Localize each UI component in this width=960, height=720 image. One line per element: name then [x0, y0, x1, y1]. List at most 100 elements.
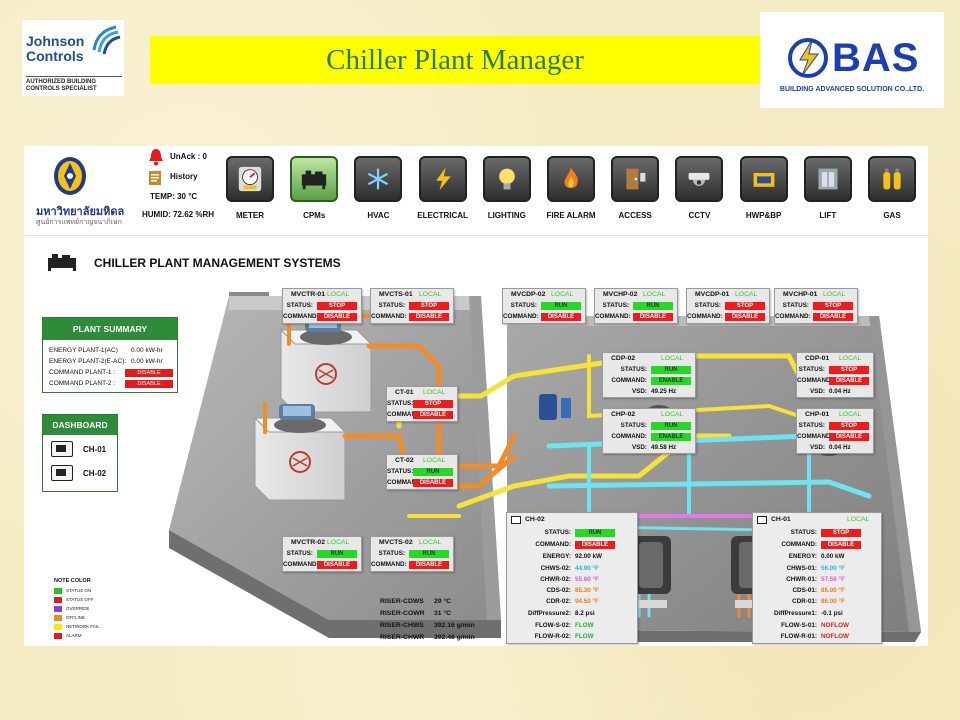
mvcts-02-command-badge[interactable]: DISABLE [409, 561, 449, 569]
history-icon[interactable] [148, 170, 162, 186]
cdp-01-command-badge[interactable]: DISABLE [829, 377, 869, 385]
ch-01-cds: 85.00 °F [821, 587, 845, 594]
command-label: COMMAND: [775, 313, 811, 320]
ch-01-panel[interactable]: CH-01 LOCAL STATUS: STOP COMMAND: DISABL… [752, 512, 882, 644]
ch-01-command-badge[interactable]: DISABLE [821, 541, 861, 549]
riser-value: 31 °C [434, 610, 452, 617]
chp-02-command-badge[interactable]: ENABLE [651, 433, 691, 441]
mvcdp-01-mode: LOCAL [735, 291, 758, 298]
ct-01-mode: LOCAL [423, 389, 446, 396]
monitor-icon [511, 516, 521, 524]
chws-label: CHWS-01: [786, 565, 817, 572]
command-plant-1-badge[interactable]: DISABLE [125, 369, 173, 377]
chp-02-mode: LOCAL [661, 411, 684, 418]
mvcdp-01-command-badge[interactable]: DISABLE [725, 313, 765, 321]
nav-button-label: FIRE ALARM [546, 211, 596, 220]
mvcdp-02-mode: LOCAL [551, 291, 574, 298]
dashboard-item-ch-02[interactable]: CH-02 [51, 463, 115, 483]
jci-logo-line2: Controls [26, 48, 84, 64]
mvchp-02-command-badge[interactable]: DISABLE [633, 313, 673, 321]
nav-button-cpms[interactable]: CPMs [286, 156, 342, 228]
legend-item: STATUS ON [54, 586, 134, 595]
ct-01-command-badge[interactable]: DISABLE [413, 411, 453, 419]
chiller-icon [299, 164, 329, 194]
mvctr-02-command-badge[interactable]: DISABLE [317, 561, 357, 569]
nav-tile [354, 156, 403, 202]
ch-02-flow-r: FLOW [575, 633, 594, 640]
mvcdp-01-status-badge: STOP [725, 302, 765, 310]
status-label: STATUS: [798, 366, 825, 373]
command-plant-2-badge[interactable]: DISABLE [125, 380, 173, 388]
status-label: STATUS: [620, 366, 647, 373]
plant-summary-label: COMMAND PLANT-1 : [49, 369, 116, 376]
nav-button-lift[interactable]: LIFT [800, 156, 856, 228]
ch-02-chws: 44.90 °F [575, 565, 599, 572]
page-title: Chiller Plant Manager [326, 43, 584, 76]
mvctr-01-command-badge[interactable]: DISABLE [317, 313, 357, 321]
unack-count[interactable]: UnAck : 0 [170, 152, 207, 161]
nav-button-electrical[interactable]: ELECTRICAL [415, 156, 471, 228]
mvcts-01-status-badge: STOP [409, 302, 449, 310]
ct-02-command-badge[interactable]: DISABLE [413, 479, 453, 487]
ch-02-command-badge[interactable]: DISABLE [575, 541, 615, 549]
nav-tile [226, 156, 274, 202]
history-link[interactable]: History [170, 172, 198, 181]
cdp-02-mode: LOCAL [661, 355, 684, 362]
flow-r-label: FLOW-R-01: [780, 633, 817, 640]
cdp-01-title: CDP-01 [805, 355, 830, 362]
status-label: STATUS: [286, 302, 313, 309]
nav-tile [482, 156, 531, 202]
nav-button-cctv[interactable]: CCTV [671, 156, 727, 228]
legend-swatch [54, 605, 62, 612]
chws-label: CHWS-02: [540, 565, 571, 572]
alarm-bell-icon[interactable] [148, 148, 164, 166]
status-label: STATUS: [694, 302, 721, 309]
chp-01-command-badge[interactable]: DISABLE [829, 433, 869, 441]
nav-button-fire-alarm[interactable]: FIRE ALARM [543, 156, 599, 228]
pump-icon [749, 164, 779, 194]
plant-summary-title: PLANT SUMMARY [43, 318, 177, 340]
mvcts-01-command-badge[interactable]: DISABLE [409, 313, 449, 321]
ch-02-flow-s: FLOW [575, 622, 594, 629]
cdp-02-command-badge[interactable]: ENABLE [651, 377, 691, 385]
mvctr-02-mode: LOCAL [327, 539, 350, 546]
mvcdp-02-command-badge[interactable]: DISABLE [541, 313, 581, 321]
jci-swirl-icon [92, 25, 121, 55]
nav-tile [418, 156, 467, 202]
command-label: COMMAND: [283, 561, 319, 568]
university-subtitle: ศูนย์การแพทย์กาญจนาภิเษก [36, 219, 122, 226]
dashboard-item-ch-01[interactable]: CH-01 [51, 439, 115, 459]
nav-button-access[interactable]: ACCESS [607, 156, 663, 228]
legend-label: ALARM [66, 633, 82, 638]
ch-02-cdr: 94.50 °F [575, 598, 599, 605]
nav-button-hwp-bp[interactable]: HWP&BP [736, 156, 792, 228]
cdp-01-mode: LOCAL [839, 355, 862, 362]
nav-button-lighting[interactable]: LIGHTING [479, 156, 535, 228]
nav-button-hvac[interactable]: HVAC [350, 156, 406, 228]
nav-button-meter[interactable]: METER [222, 156, 278, 228]
chiller-2 [631, 536, 671, 608]
mvchp-01-command-badge[interactable]: DISABLE [813, 313, 853, 321]
nav-button-gas[interactable]: GAS [864, 156, 920, 228]
chp-02-status-badge: RUN [651, 422, 691, 430]
ch-02-panel[interactable]: CH-02 STATUS: RUN COMMAND: DISABLE ENERG… [506, 512, 638, 644]
bulb-icon [492, 164, 522, 194]
mvchp-02-status-badge: RUN [633, 302, 673, 310]
cooling-tower-1 [279, 316, 373, 413]
ch-02-energy: 92.00 kW [575, 553, 602, 560]
